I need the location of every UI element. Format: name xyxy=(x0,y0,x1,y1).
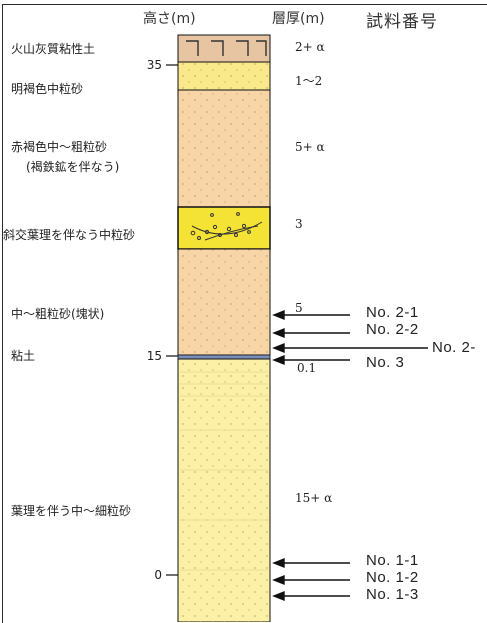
volcanic-ash-hatch-icon xyxy=(186,40,267,56)
sample-label-2-2: No. 2-2 xyxy=(366,321,419,338)
label-volcanic-ash-clay: 火山灰質粘性土 xyxy=(11,42,96,56)
thickness-reddish-brown-sand: 5+ α xyxy=(295,140,325,154)
cross-lamination-icon xyxy=(190,212,263,241)
header-sample-no: 試料番号 xyxy=(366,12,438,32)
sample-label-1-1: No. 1-1 xyxy=(366,552,419,569)
label-light-brown-sand: 明褐色中粒砂 xyxy=(11,82,84,96)
label-massive-sand: 中～粗粒砂(塊状) xyxy=(11,307,105,321)
sample-label-2-1: No. 2-1 xyxy=(366,304,419,321)
thickness-laminated-sand: 15+ α xyxy=(295,491,333,505)
thickness-cross-laminated-sand: 3 xyxy=(295,217,303,231)
thickness-massive-sand: 5 xyxy=(295,301,303,315)
sample-label-1-3: No. 1-3 xyxy=(366,586,419,603)
thickness-volcanic-ash-clay: 2+ α xyxy=(295,40,325,54)
label-reddish-brown-sand: 赤褐色中～粗粒砂 xyxy=(11,140,108,154)
thickness-light-brown-sand: 1～2 xyxy=(295,74,323,88)
layer-cross-laminated-sand xyxy=(177,206,271,250)
lamination-lines xyxy=(180,371,268,571)
label-clay: 粘土 xyxy=(11,349,36,363)
layer-volcanic-ash-clay xyxy=(177,34,271,63)
sample-label-1-2: No. 1-2 xyxy=(366,569,419,586)
tick-label-0: 0 xyxy=(154,568,162,582)
header-elevation: 高さ(m) xyxy=(143,11,196,27)
sample-arrows xyxy=(272,309,428,602)
layer-clay xyxy=(177,354,271,360)
sample-label-2-x: No. 2- xyxy=(432,339,476,356)
thickness-clay: 0.1 xyxy=(297,361,317,375)
figure-frame xyxy=(2,4,487,623)
label-reddish-brown-sand-note: (褐鉄鉱を伴なう) xyxy=(26,160,120,174)
tick-label-35: 35 xyxy=(146,58,162,72)
label-laminated-sand: 葉理を伴う中～細粒砂 xyxy=(11,504,132,518)
sample-label-3: No. 3 xyxy=(366,354,405,371)
label-cross-laminated-sand: 斜交葉理を伴なう中粒砂 xyxy=(3,228,136,242)
tick-label-15: 15 xyxy=(146,349,162,363)
header-thickness: 層厚(m) xyxy=(272,11,325,27)
